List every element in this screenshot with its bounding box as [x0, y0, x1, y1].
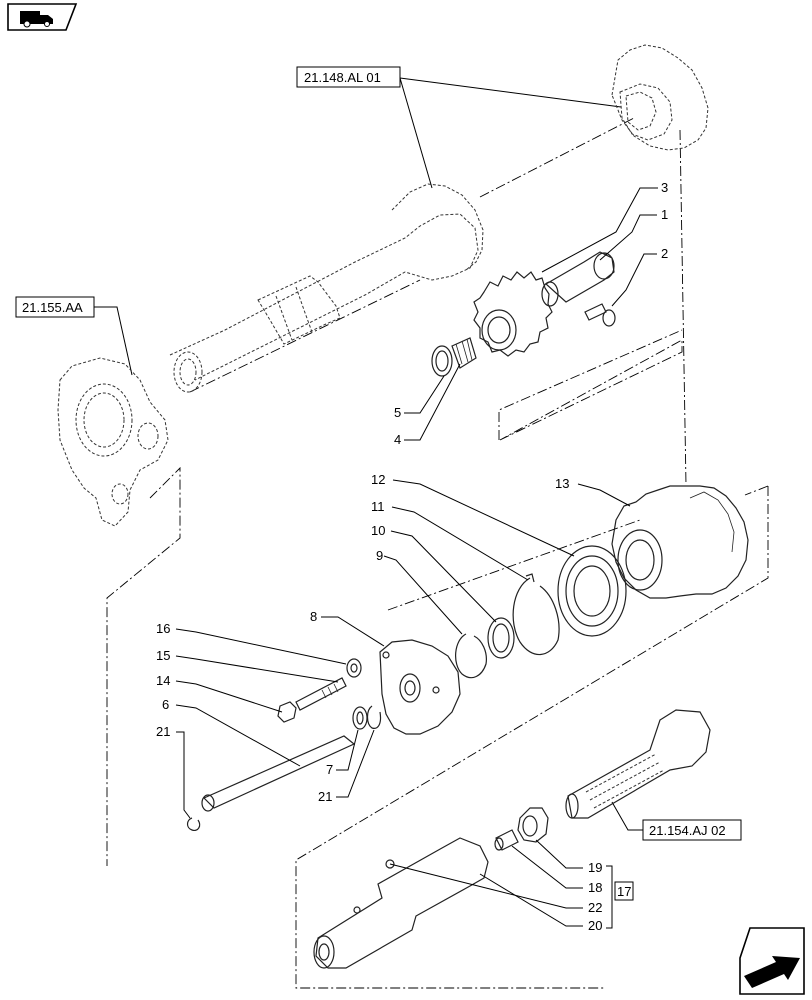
callout-22: 22	[588, 900, 602, 915]
part-16-washer	[346, 658, 362, 678]
part-8-cover-plate	[379, 639, 461, 735]
callout-16: 16	[156, 621, 170, 636]
part-5-washer	[431, 345, 453, 377]
callout-3: 3	[661, 180, 668, 195]
callout-9: 9	[376, 548, 383, 563]
callout-6: 6	[162, 697, 169, 712]
callout-7: 7	[326, 762, 333, 777]
part-14-nut	[277, 701, 297, 723]
callout-labels: 3 1 2 5 4 13 12 11 10 9 8 16 15 14 6 21 …	[156, 180, 668, 933]
part-11-snap-ring	[512, 573, 560, 656]
callout-8: 8	[310, 609, 317, 624]
callout-21-left: 21	[156, 724, 170, 739]
part-13-double-gear	[611, 485, 749, 599]
callout-13: 13	[555, 476, 569, 491]
reference-label-bottom: 21.154.AJ 02	[649, 823, 726, 838]
callout-2: 2	[661, 246, 668, 261]
part-10-washer	[487, 617, 515, 659]
part-9-snap-ring	[455, 633, 487, 679]
callout-18: 18	[588, 880, 602, 895]
part-20-shaft	[313, 837, 489, 969]
part-15-stud	[295, 677, 347, 711]
callout-4: 4	[394, 432, 401, 447]
part-18-bushing	[494, 829, 519, 851]
part-1-pin	[541, 251, 615, 307]
part-19-small-gear	[517, 807, 549, 843]
callout-19: 19	[588, 860, 602, 875]
part-21-circlip-upper	[366, 705, 382, 729]
next-page-arrow-icon[interactable]	[739, 927, 805, 995]
splined-shaft	[565, 709, 711, 819]
part-2-screw	[584, 303, 616, 327]
part-21-circlip-lower	[186, 817, 201, 831]
part-12-bearing	[557, 545, 627, 637]
callout-14: 14	[156, 673, 170, 688]
main-shaft-ghost	[169, 183, 484, 393]
callout-21-bottom: 21	[318, 789, 332, 804]
callout-12: 12	[371, 472, 385, 487]
assembly-centre-lines	[106, 117, 769, 989]
reference-gear-top	[611, 44, 709, 151]
reference-box-bottom[interactable]: 21.154.AJ 02	[642, 819, 742, 841]
callout-5: 5	[394, 405, 401, 420]
callout-10: 10	[371, 523, 385, 538]
tractor-model-icon[interactable]	[7, 3, 78, 31]
group-box-17[interactable]: 17	[614, 881, 634, 901]
callout-11: 11	[371, 499, 385, 514]
reference-box-top[interactable]: 21.148.AL 01	[296, 66, 401, 88]
part-3-gear	[473, 271, 553, 357]
part-7-washer	[352, 706, 368, 730]
callout-15: 15	[156, 648, 170, 663]
part-4-needle-bearing	[451, 337, 477, 369]
reference-label-left: 21.155.AA	[22, 300, 83, 315]
callout-20: 20	[588, 918, 602, 933]
reference-box-left[interactable]: 21.155.AA	[15, 296, 95, 318]
reference-label-top: 21.148.AL 01	[304, 70, 381, 85]
group-label-17: 17	[617, 884, 631, 899]
callout-leaders	[175, 187, 658, 929]
reference-leaders	[94, 77, 643, 831]
callout-1: 1	[661, 207, 668, 222]
housing-ghost	[57, 357, 169, 527]
